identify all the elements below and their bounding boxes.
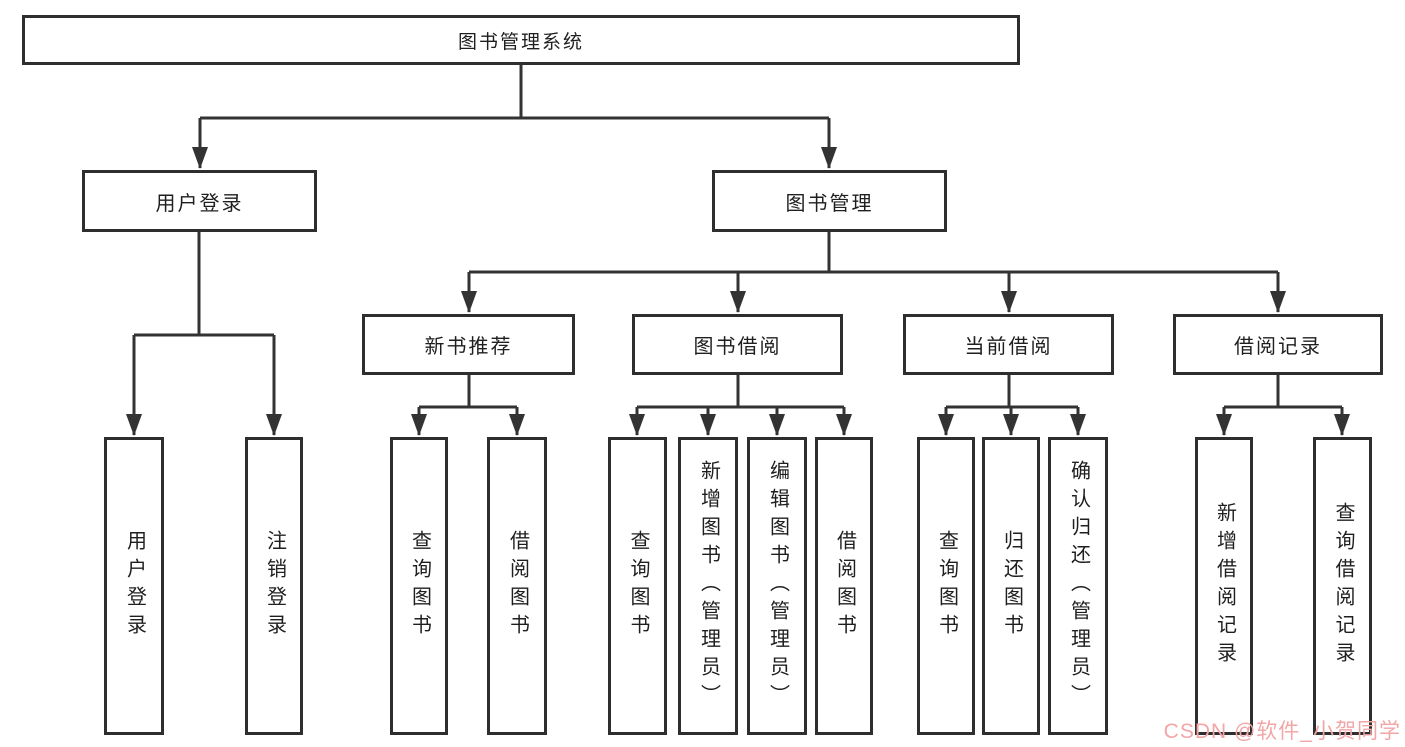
leaf-user-login: 用户登录 (104, 437, 164, 735)
node-book-management: 图书管理 (712, 170, 947, 232)
leaf-recommend-query-book: 查询图书 (390, 437, 448, 735)
node-label: 图书管理 (785, 192, 874, 215)
node-user-login: 用户登录 (82, 170, 317, 232)
node-label: 用户登录 (155, 192, 244, 215)
leaf-borrow-add-book-admin: 新增图书（管理员） (678, 437, 738, 735)
leaf-borrow-edit-book-admin: 编辑图书（管理员） (747, 437, 807, 735)
leaf-label: 确认归还（管理员） (1067, 460, 1090, 712)
leaf-current-query-book: 查询图书 (917, 437, 975, 735)
node-label: 借阅记录 (1234, 336, 1322, 358)
leaf-logout: 注销登录 (245, 437, 303, 735)
leaf-label: 归还图书 (1000, 530, 1023, 642)
node-borrow-records: 借阅记录 (1173, 314, 1383, 375)
node-new-book-recommend: 新书推荐 (362, 314, 575, 375)
leaf-label: 查询图书 (408, 530, 431, 642)
csdn-watermark: CSDN @软件_小贺同学 (1163, 720, 1401, 743)
leaf-label: 用户登录 (123, 530, 146, 642)
leaf-recommend-borrow-book: 借阅图书 (487, 437, 547, 735)
leaf-label: 查询图书 (627, 530, 649, 642)
node-label: 新书推荐 (424, 336, 513, 358)
node-label: 图书管理系统 (457, 31, 584, 53)
leaf-label: 查询图书 (935, 530, 958, 642)
leaf-label: 编辑图书（管理员） (766, 460, 789, 712)
leaf-label: 注销登录 (263, 530, 286, 642)
leaf-current-confirm-return-admin: 确认归还（管理员） (1048, 437, 1108, 735)
leaf-label: 新增借阅记录 (1213, 502, 1236, 670)
leaf-records-add-record: 新增借阅记录 (1195, 437, 1253, 735)
leaf-borrow-query-book: 查询图书 (608, 437, 667, 735)
leaf-label: 借阅图书 (506, 530, 529, 642)
leaf-borrow-borrow-book: 借阅图书 (815, 437, 873, 735)
node-label: 图书借阅 (693, 336, 782, 358)
node-book-borrow: 图书借阅 (632, 314, 843, 375)
node-label: 当前借阅 (964, 336, 1053, 358)
node-current-borrow: 当前借阅 (903, 314, 1114, 375)
leaf-records-query-record: 查询借阅记录 (1313, 437, 1372, 735)
leaf-label: 查询借阅记录 (1332, 502, 1354, 670)
node-library-management-system: 图书管理系统 (22, 15, 1020, 65)
leaf-label: 新增图书（管理员） (697, 460, 720, 712)
leaf-current-return-book: 归还图书 (982, 437, 1040, 735)
leaf-label: 借阅图书 (833, 530, 856, 642)
